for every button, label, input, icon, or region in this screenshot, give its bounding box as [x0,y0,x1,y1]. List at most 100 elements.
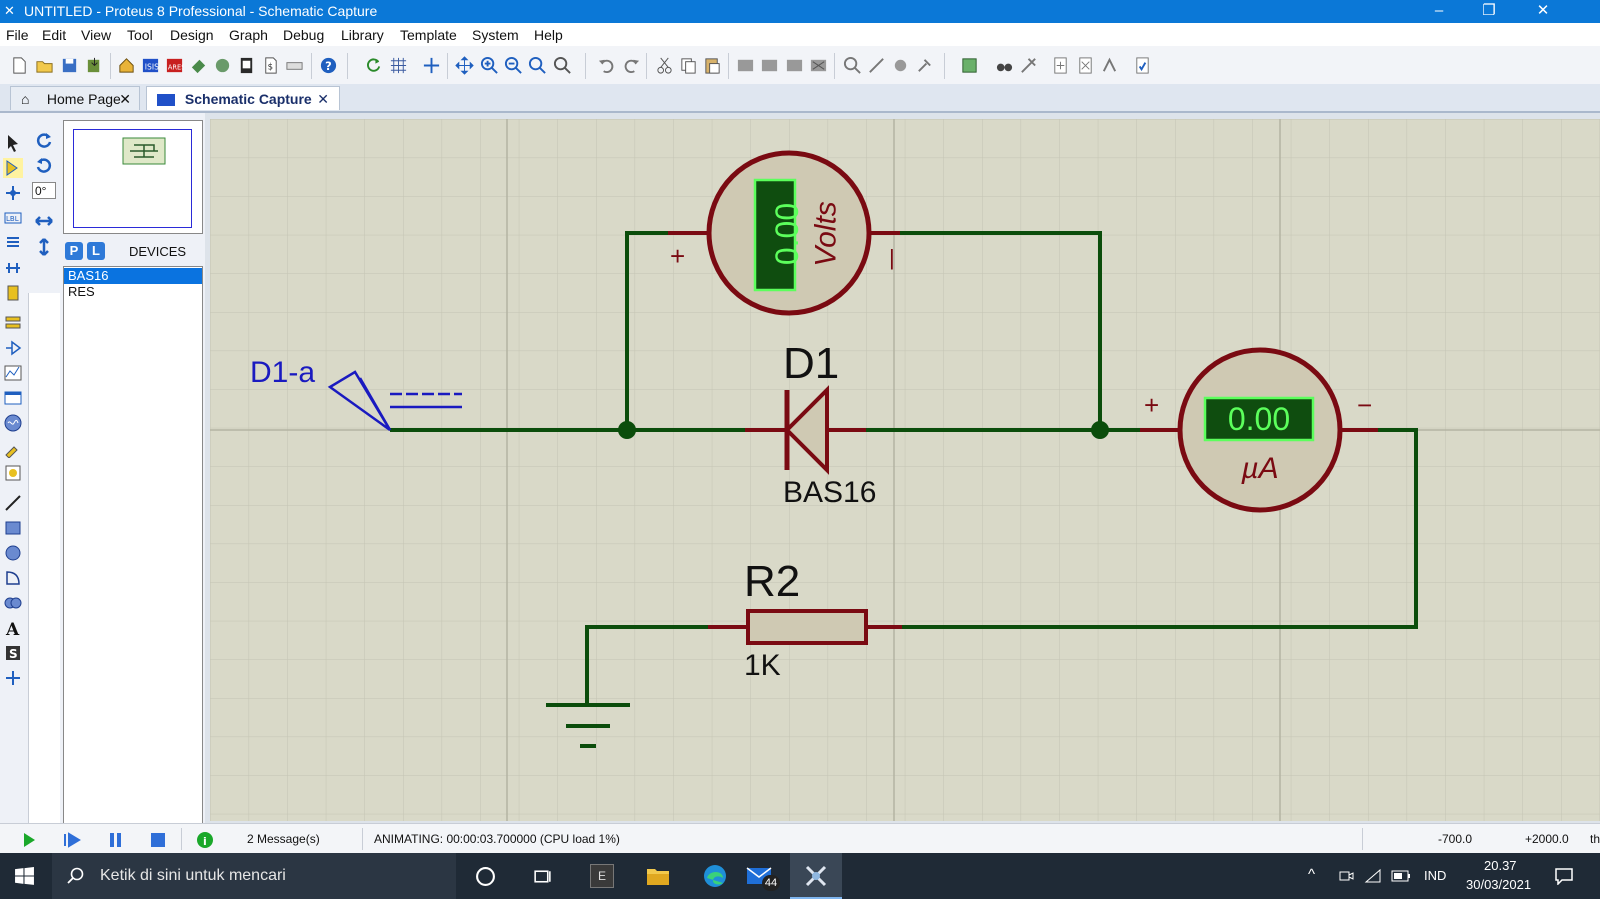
origin-icon[interactable] [422,56,441,75]
menu-file[interactable]: File [6,27,29,43]
property-assignment-icon[interactable] [1019,56,1038,75]
menu-system[interactable]: System [472,27,519,43]
symbol-tool-icon[interactable]: S [3,643,23,663]
resistor-r2[interactable] [708,609,902,645]
new-sheet-icon[interactable] [1051,56,1070,75]
gerber-icon[interactable] [213,56,232,75]
menu-design[interactable]: Design [170,27,214,43]
decompose-icon[interactable] [915,56,934,75]
stop-icon[interactable] [149,831,167,849]
tab-schematic-capture[interactable]: Schematic Capture ✕ [146,86,340,110]
block-rotate-icon[interactable] [785,56,804,75]
wire-label-icon[interactable]: LBL [3,208,23,228]
isis-icon[interactable]: ISIS [141,56,160,75]
ground-symbol[interactable] [546,703,630,748]
close-tab-icon[interactable]: ✕ [119,91,131,107]
wire-resistor-to-ground[interactable] [585,625,708,705]
file-explorer-icon[interactable] [646,865,670,887]
library-manager-button[interactable]: L [87,242,105,260]
menu-tool[interactable]: Tool [127,27,153,43]
packaging-tool-icon[interactable] [891,56,910,75]
tape-recorder-icon[interactable] [3,388,23,408]
menu-graph[interactable]: Graph [229,27,268,43]
design-notes-icon[interactable]: $ [261,56,280,75]
battery-icon[interactable] [1391,870,1411,882]
menu-edit[interactable]: Edit [42,27,67,43]
subcircuit-icon[interactable] [3,283,23,303]
ammeter[interactable] [1140,347,1378,513]
close-window-button[interactable]: ✕ [1536,2,1550,19]
ares-icon[interactable]: ARES [165,56,184,75]
copy-icon[interactable] [679,56,698,75]
diode-d1[interactable] [745,385,866,475]
voltage-probe[interactable] [327,370,462,432]
step-icon[interactable] [63,831,81,849]
remove-sheet-icon[interactable] [1076,56,1095,75]
wifi-icon[interactable] [1364,868,1382,884]
pan-icon[interactable] [455,56,474,75]
device-item-bas16[interactable]: BAS16 [64,268,202,284]
bus-icon[interactable] [3,258,23,278]
zoom-all-icon[interactable] [528,56,547,75]
save-icon[interactable] [60,56,79,75]
overview-window[interactable] [63,120,203,234]
component-mode-icon[interactable] [3,158,23,178]
text-script-icon[interactable] [3,233,23,253]
info-icon[interactable]: i [196,831,214,849]
task-view-icon[interactable] [532,866,553,887]
units-indicator[interactable]: th [1590,832,1600,846]
taskbar-app-e[interactable]: E [590,864,614,888]
zoom-in-icon[interactable] [480,56,499,75]
edge-browser-icon[interactable] [703,864,727,888]
new-file-icon[interactable] [10,56,29,75]
taskbar-proteus-app[interactable] [790,853,842,899]
help-icon[interactable]: ? [319,56,338,75]
rotation-angle-field[interactable]: 0° [32,182,56,199]
generator-mode-icon[interactable] [3,413,23,433]
block-copy-icon[interactable] [736,56,755,75]
menu-template[interactable]: Template [400,27,457,43]
wire-left-to-voltmeter[interactable] [625,231,668,430]
wire-ammeter-to-resistor[interactable] [902,428,1418,629]
selection-mode-icon[interactable] [3,133,23,153]
junction-dot-icon[interactable] [3,183,23,203]
bom-icon[interactable] [237,56,256,75]
undo-icon[interactable] [597,56,616,75]
clock-date[interactable]: 30/03/2021 [1466,877,1532,892]
refresh-icon[interactable] [364,56,383,75]
menu-library[interactable]: Library [341,27,384,43]
zoom-area-icon[interactable] [553,56,572,75]
paste-icon[interactable] [703,56,722,75]
line-tool-icon[interactable] [3,493,23,513]
wire-voltmeter-to-right[interactable] [900,231,1102,430]
menu-view[interactable]: View [81,27,112,43]
clock-time[interactable]: 20.37 [1484,858,1517,873]
voltmeter[interactable] [668,150,900,316]
device-item-res[interactable]: RES [68,284,95,299]
import-icon[interactable] [85,56,104,75]
play-icon[interactable] [20,831,38,849]
probe-mode-icon[interactable] [3,438,23,458]
rotate-anticlockwise-icon[interactable] [34,156,54,176]
taskbar-search-box[interactable]: Ketik di sini untuk mencari [52,853,456,899]
show-hidden-icons-icon[interactable]: ^ [1308,866,1316,883]
home-icon[interactable] [117,56,136,75]
3d-view-icon[interactable] [189,56,208,75]
pick-devices-button[interactable]: P [65,242,83,260]
restore-button[interactable]: ❐ [1482,2,1496,19]
instruments-icon[interactable] [3,463,23,483]
close-tab-icon[interactable]: ✕ [317,91,329,107]
tab-home-page[interactable]: ⌂ Home Page ✕ [10,86,140,110]
message-count[interactable]: 2 Message(s) [247,832,320,846]
project-notes-icon[interactable] [285,56,304,75]
pick-device-icon[interactable] [843,56,862,75]
marker-tool-icon[interactable] [3,668,23,688]
menu-debug[interactable]: Debug [283,27,325,43]
notifications-icon[interactable] [1554,867,1574,885]
schematic-editing-window[interactable]: D1-a D1 BAS16 0.00 Volts + | 0.00 µA + −… [210,119,1600,821]
arc-tool-icon[interactable] [3,568,23,588]
electrical-rule-check-icon[interactable] [1133,56,1152,75]
pause-icon[interactable] [106,831,124,849]
meet-now-icon[interactable] [1338,868,1354,884]
block-delete-icon[interactable] [809,56,828,75]
